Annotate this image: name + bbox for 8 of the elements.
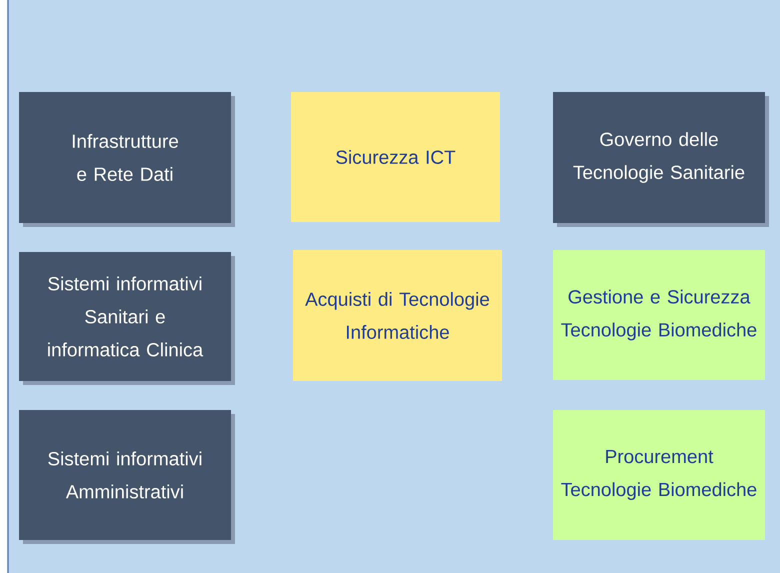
category-box: Acquisti di Tecnologie Informatiche — [293, 250, 502, 381]
category-box: Sistemi informativi Sanitari e informatica Clinica — [19, 252, 235, 385]
category-box: Sistemi informativi Amministrativi — [19, 410, 235, 544]
category-box: Procurement Tecnologie Biomediche — [553, 410, 765, 540]
category-box: Gestione e Sicurezza Tecnologie Biomediche — [553, 250, 765, 380]
category-box: Infrastrutture e Rete Dati — [19, 92, 235, 227]
category-box: Governo delle Tecnologie Sanitarie — [553, 92, 769, 227]
category-box: Sicurezza ICT — [291, 92, 500, 222]
